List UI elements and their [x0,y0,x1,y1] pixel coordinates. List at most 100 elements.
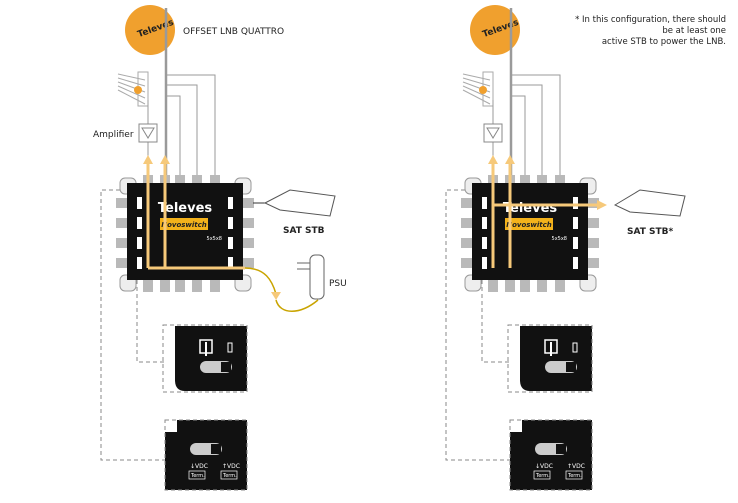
lnb-cable [511,84,543,178]
note-line-3: active STB to power the LNB. [602,37,726,47]
model-number: 5x5x8 [552,236,567,242]
lnb-cable [166,84,198,178]
dip-slider-knob [221,362,231,372]
signal-arrow-up [160,155,170,164]
terrestrial-antenna-icon [117,71,149,107]
output-connector [587,238,599,248]
lnb-cable [511,95,526,178]
antenna-element [462,89,491,105]
terrestrial-antenna-icon [462,71,494,107]
term-box [220,470,238,480]
output-connector [587,258,599,268]
dip-vdc-label: ↑VDC [567,463,585,470]
output-led [482,237,487,249]
lnb-cable [166,95,181,178]
output-led [573,217,578,229]
output-connector-bottom [143,280,153,292]
dish-icon [470,5,520,55]
switch-body [472,183,588,280]
signal-arrow-up [143,155,153,164]
output-led [573,237,578,249]
signal-arrow-up [488,155,498,164]
input-connector [175,175,185,185]
output-connector [461,218,473,228]
amplifier-triangle-icon [141,127,155,139]
output-connector [116,238,128,248]
dip-term-label: Term. [535,473,550,479]
antenna-element [117,73,146,81]
output-led [228,197,233,209]
antenna-element [117,85,146,99]
term-box [188,470,206,480]
input-connector [210,175,220,185]
output-led [137,257,142,269]
antenna-element [462,73,491,81]
output-connector-bottom [537,280,547,292]
dip-vdc-label: ↓VDC [535,463,553,470]
dip-vdc-label: ↓VDC [190,463,208,470]
dashed-link [445,189,510,461]
output-connector-bottom [488,280,498,292]
input-connector [520,175,530,185]
antenna-element [117,77,146,87]
input-connector [192,175,202,185]
product-name: Novoswitch [161,221,207,229]
dip-term-label: Term. [567,473,582,479]
switch-body [127,183,243,280]
output-connector-bottom [520,280,530,292]
config-panel-right: TelevesTelevesNovoswitch5x5x8↓VDC↑VDCTer… [445,5,686,491]
output-connector [242,238,254,248]
dashed-link [136,280,165,363]
dip-term-label: Term. [190,473,205,479]
output-led [137,237,142,249]
output-connector [587,198,599,208]
sat-stb-label: SAT STB [283,226,325,236]
output-connector-bottom [160,280,170,292]
sat-stb-icon [613,189,686,217]
output-led [228,237,233,249]
output-connector [461,238,473,248]
psu-cable [244,267,277,295]
output-connector [116,258,128,268]
output-led [573,257,578,269]
dip-panel-body [175,326,247,391]
amplifier-triangle-icon [486,127,500,139]
note-line-1: * In this configuration, there should [575,15,726,25]
dip-vdc-label: ↑VDC [222,463,240,470]
antenna-element [117,89,146,105]
output-connector-bottom [175,280,185,292]
output-led [137,217,142,229]
output-led [137,197,142,209]
output-connector [587,218,599,228]
signal-arrow-up [505,155,515,164]
term-box [565,470,583,480]
lnb-cable [166,74,216,178]
antenna-dipole [479,86,487,94]
dip-panel-outline [509,419,593,491]
dashed-link [100,189,165,461]
output-connector [242,218,254,228]
config-panel-left: TelevesTelevesNovoswitch5x5x8↓VDC↑VDCTer… [100,5,336,491]
dip-term-label: Term. [222,473,237,479]
output-connector [242,258,254,268]
antenna-element [462,85,491,99]
term-box [533,470,551,480]
product-badge [505,218,553,230]
output-connector [116,198,128,208]
antenna-dipole [134,86,142,94]
psu-label: PSU [329,279,347,289]
power-arrow [271,292,281,300]
dip-switch-panel-power [162,324,248,393]
ground-icon [227,342,233,353]
antenna-element [462,77,491,87]
dip-panel-notch [510,420,522,432]
dip-switch-panel-termination: ↓VDC ↑VDC Term. Term. [164,419,248,491]
amplifier-icon [138,123,158,143]
output-led [482,197,487,209]
sat-stb-label-right: SAT STB* [627,227,674,237]
output-led [228,257,233,269]
ground-icon [572,342,578,353]
sat-stb-icon [263,189,336,217]
